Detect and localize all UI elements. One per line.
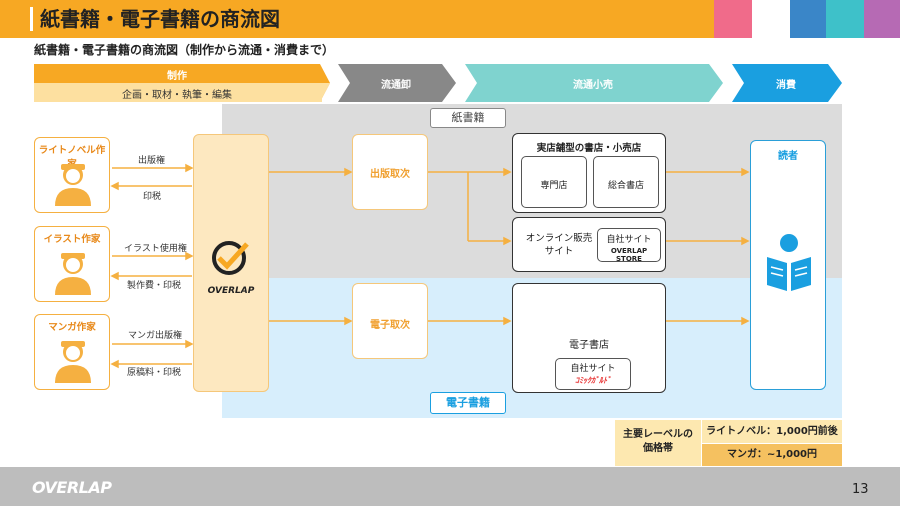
online-store-title: オンライン販売 サイト [525,233,593,257]
stage-consumption-label: 消費 [776,80,796,91]
creator-label: イラスト作家 [43,234,101,245]
specialty-store-label: 専門店 [540,181,568,191]
comic-gardo-box[interactable]: 自社サイト ｺﾐｯｸｶﾞﾙﾄﾞ [555,358,631,390]
creator-light-novel: ライトノベル作家 [34,137,110,213]
ebook-distributor-label: 電子取次 [370,320,410,331]
stage-production-sub: 企画・取材・執筆・編集 [122,90,232,101]
general-bookstore-box: 総合書店 [593,156,659,208]
stage-production-label: 制作 [167,71,187,82]
page-title: 紙書籍・電子書籍の商流図 [40,7,280,31]
paper-distributor-box: 出版取次 [352,134,428,210]
rights-label: 出版権 [138,156,166,166]
pricing-label: 主要レーベルの 価格帯 [615,420,701,466]
stage-production: 制作 企画・取材・執筆・編集 [34,64,330,102]
comic-gardo-brand: ｺﾐｯｸｶﾞﾙﾄﾞ [575,376,611,385]
ebook-tag: 電子書籍 [430,392,506,414]
rights-label: マンガ出版権 [128,331,183,341]
person-icon [55,253,91,295]
header-color-block-purple [864,0,900,38]
overlap-logo-icon [212,241,249,275]
overlap-store-box[interactable]: 自社サイト OVERLAP STORE [597,228,661,263]
payment-label: 製作費・印税 [127,281,182,291]
footer-logo: OVERLAP [32,478,112,497]
reader-label: 読者 [778,151,798,162]
stage-retail-label: 流通小売 [573,80,613,91]
reader-book-icon [767,234,811,291]
creator-label: マンガ作家 [48,322,96,333]
header-color-block-teal [826,0,864,38]
header-color-block-blue [790,0,826,38]
header-accent-line [30,7,33,31]
reader-box: 読者 [750,140,826,390]
creator-manga: マンガ作家 [34,314,110,390]
creator-illustrator: イラスト作家 [34,226,110,302]
own-site-label: 自社サイト [606,235,652,245]
person-icon [55,164,91,206]
diagram-subtitle: 紙書籍・電子書籍の商流図（制作から流通・消費まで） [34,43,335,57]
creator-flow-arrows [110,163,194,369]
physical-store-box: 実店舗型の書店・小売店 専門店 総合書店 [512,133,666,213]
payment-label: 印税 [143,192,162,202]
paper-distributor-label: 出版取次 [370,169,410,180]
stage-consumption: 消費 [732,64,842,102]
person-icon [55,341,91,383]
payment-label: 原稿料・印税 [127,368,182,378]
distributor-flow-arrows [428,167,512,326]
page-number: 13 [852,482,869,497]
general-bookstore-label: 総合書店 [607,181,644,191]
overlap-store-brand: OVERLAP STORE [610,247,648,263]
stage-wholesale: 流通卸 [338,64,456,102]
ebook-distributor-box: 電子取次 [352,283,428,359]
pricing-light-novel: ライトノベル：1,000円前後 [702,420,842,443]
specialty-store-box: 専門店 [521,156,587,208]
stage-retail: 流通小売 [465,64,723,102]
online-store-box: オンライン販売 サイト 自社サイト OVERLAP STORE [512,217,666,272]
paper-book-tag: 紙書籍 [430,108,506,128]
stage-wholesale-label: 流通卸 [381,80,411,91]
footer-bar [0,467,900,506]
header-color-block-pink [714,0,752,38]
store-flow-arrows [666,167,750,326]
publisher-flow-arrows [269,167,353,326]
rights-label: イラスト使用権 [124,244,187,254]
ebook-store-box: 電子書店 自社サイト ｺﾐｯｸｶﾞﾙﾄﾞ [512,283,666,393]
own-site-label: 自社サイト [570,364,616,374]
publisher-logo-text: OVERLAP [207,286,255,296]
ebook-store-title: 電子書店 [569,340,609,351]
header-color-block-gap [752,0,790,38]
pricing-manga: マンガ：~1,000円 [702,444,842,466]
physical-store-title: 実店舗型の書店・小売店 [536,143,642,154]
